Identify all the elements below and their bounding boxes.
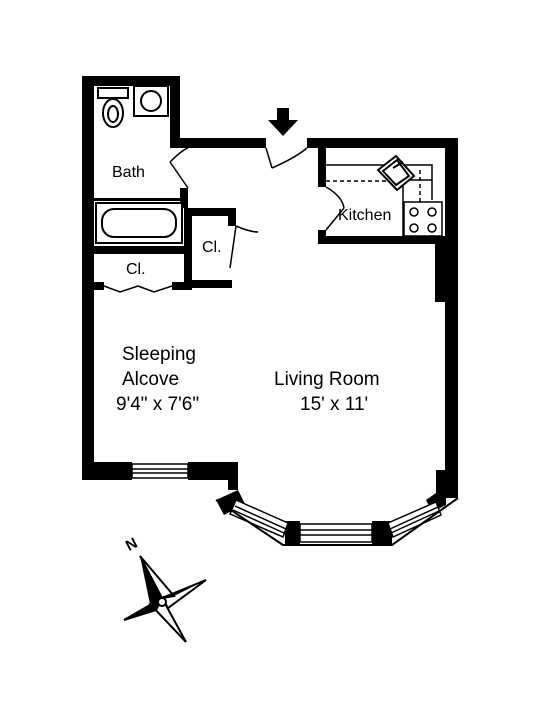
- stove-icon: [403, 201, 443, 237]
- toilet-icon: [97, 87, 129, 128]
- exterior-walls: [82, 76, 458, 546]
- compass-rose-icon: [123, 555, 207, 643]
- sleeping-alcove-line2: Alcove: [122, 369, 179, 390]
- compass-north-label: N: [123, 535, 141, 555]
- closet-doors: [103, 225, 259, 293]
- living-room-dims: 15' x 11': [300, 394, 368, 415]
- kitchen-sink-icon: [376, 154, 416, 192]
- sleeping-alcove-dims: 9'4" x 7'6": [116, 394, 199, 415]
- alcove-window: [131, 463, 189, 479]
- interior-walls: [94, 145, 445, 302]
- sink-icon: [133, 85, 169, 117]
- bath-label: Bath: [112, 164, 145, 181]
- bath-door: [169, 147, 189, 189]
- kitchen-label: Kitchen: [338, 207, 391, 224]
- closet-top-label: Cl.: [202, 239, 222, 256]
- closet-left-label: Cl.: [126, 261, 146, 278]
- bay-windows: [215, 497, 459, 546]
- kitchen-door: [325, 186, 345, 231]
- bathtub-icon: [95, 202, 183, 244]
- entry-arrow-icon: [268, 108, 298, 136]
- living-room-label: Living Room: [274, 369, 380, 390]
- entry-door: [265, 147, 308, 169]
- sleeping-alcove-line1: Sleeping: [122, 344, 196, 365]
